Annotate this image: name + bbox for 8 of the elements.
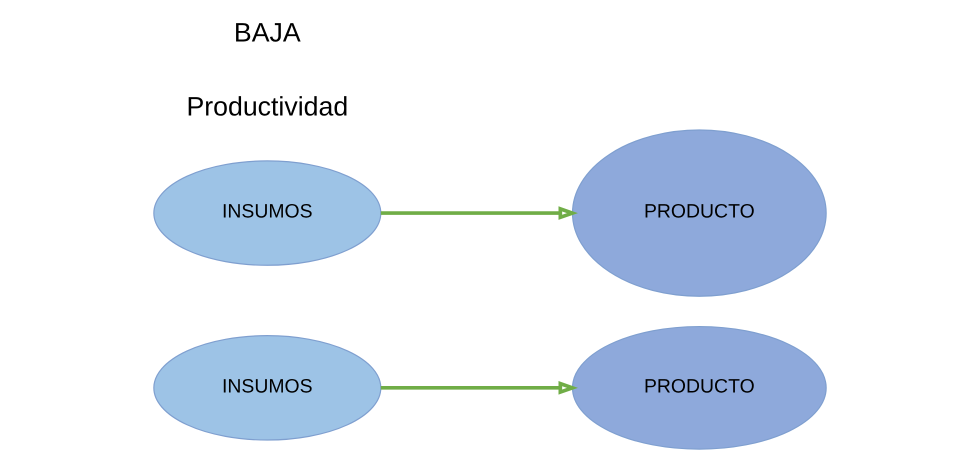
label: Productividad — [186, 92, 348, 122]
node-ellipse: PRODUCTO — [571, 326, 826, 450]
arrow — [380, 206, 578, 220]
node-ellipse: PRODUCTO — [571, 129, 826, 297]
node-ellipse: INSUMOS — [152, 160, 381, 266]
label: BAJA — [233, 18, 300, 48]
arrow — [380, 381, 578, 395]
node-ellipse: INSUMOS — [152, 335, 381, 441]
